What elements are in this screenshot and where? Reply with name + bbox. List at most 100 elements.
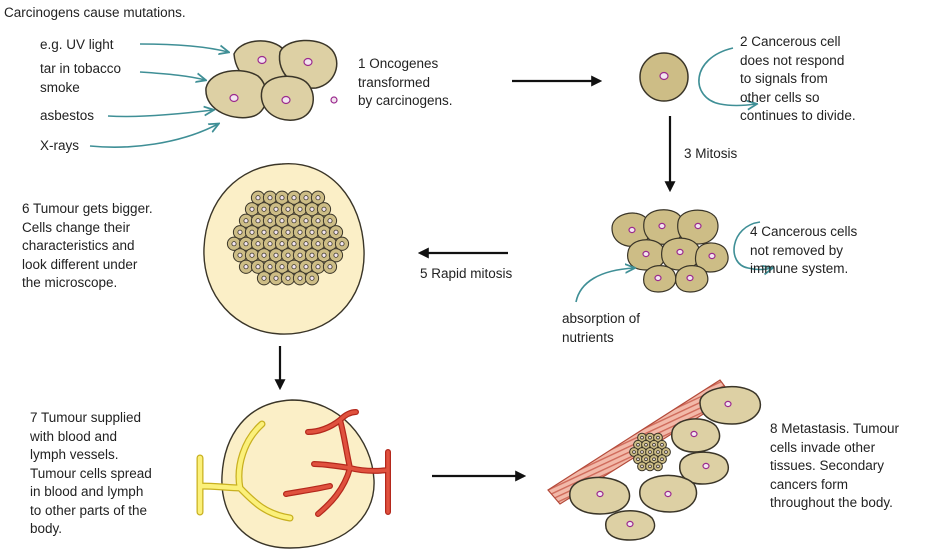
metastatic-cell-clump [629, 432, 671, 472]
cell-nucleus [644, 442, 648, 447]
step-8-label: 8 Metastasis. Tumour cells invade other … [770, 421, 900, 510]
cell-nucleus [249, 206, 255, 212]
cell-nucleus [656, 450, 660, 454]
cell-nucleus [333, 229, 339, 235]
immune-evasion-arrow [733, 221, 772, 270]
cell-nucleus [243, 241, 249, 247]
carcinogen-x-rays: X-rays [40, 138, 80, 153]
page-title: Carcinogens cause mutations. [4, 5, 186, 20]
cell-nucleus [255, 218, 261, 224]
cell-nucleus [315, 218, 321, 224]
cell-nucleus [279, 218, 285, 224]
cell-nucleus [237, 252, 243, 258]
cell-nucleus [297, 275, 303, 281]
cell-nucleus [279, 241, 285, 247]
step-4-label: 4 Cancerous cells not removed by immune … [750, 224, 858, 276]
cell-nucleus [644, 457, 648, 462]
cell-nucleus [297, 252, 303, 258]
cell-nucleus [249, 252, 255, 258]
nutrient-arrow [575, 268, 634, 303]
cell-nucleus [261, 229, 267, 235]
cell-nucleus [648, 435, 652, 440]
cancer-cell-cluster [611, 209, 729, 293]
cell-nucleus [640, 450, 644, 454]
cell-nucleus [291, 241, 297, 247]
cell-nucleus [285, 252, 291, 258]
cell-nucleus [321, 206, 327, 212]
cell-nucleus [640, 464, 644, 469]
cell-nucleus [333, 252, 339, 258]
cell-nucleus [303, 241, 309, 247]
cell-nucleus [327, 264, 333, 270]
cell-nucleus [249, 229, 255, 235]
cell-nucleus [267, 264, 273, 270]
cell-nucleus [664, 450, 668, 454]
cell-nucleus [255, 241, 261, 247]
cell-nucleus [660, 442, 664, 447]
cell-nucleus [656, 464, 660, 469]
carcinogen-uv-light: e.g. UV light [40, 37, 114, 52]
cell-nucleus [261, 206, 267, 212]
cell-nucleus [321, 229, 327, 235]
cell-nucleus [648, 464, 652, 469]
cell-nucleus [652, 457, 656, 462]
cell-nucleus [273, 206, 279, 212]
cell-nucleus [327, 218, 333, 224]
cell-nucleus [297, 229, 303, 235]
cell-nucleus [231, 241, 237, 247]
carcinogen-asbestos: asbestos [40, 108, 95, 123]
cell-nucleus [273, 229, 279, 235]
carcinogen-arrows [89, 43, 228, 148]
cell-nucleus [255, 195, 261, 201]
cell-nucleus [660, 457, 664, 462]
cell-nucleus [656, 435, 660, 440]
cell-nucleus [327, 241, 333, 247]
cell-nucleus [267, 195, 273, 201]
no-signal-arrow [698, 47, 756, 106]
cell-nucleus [285, 206, 291, 212]
cell-nucleus [285, 229, 291, 235]
cell-nucleus [291, 264, 297, 270]
carcinogen-tar: tar in tobacco smoke [40, 61, 122, 95]
step-1-label: 1 Oncogenes transformed by carcinogens. [358, 56, 453, 108]
cell-nucleus [255, 264, 261, 270]
cell-nucleus [279, 195, 285, 201]
cell-nucleus [309, 229, 315, 235]
cell-nucleus [315, 264, 321, 270]
cell-nucleus [273, 252, 279, 258]
cell-nucleus [309, 275, 315, 281]
normal-cell-cluster [205, 39, 338, 121]
cell-nucleus [267, 218, 273, 224]
cell-nucleus [261, 252, 267, 258]
step-6-label: 6 Tumour gets bigger. Cells change their… [22, 201, 153, 290]
cell-nucleus [243, 264, 249, 270]
cell-nucleus [640, 435, 644, 440]
cell-nucleus [237, 229, 243, 235]
cell-nucleus [267, 241, 273, 247]
metastasis-scene [547, 379, 762, 541]
cell-nucleus [243, 218, 249, 224]
cell-nucleus [285, 275, 291, 281]
step-2-label: 2 Cancerous cell does not respond to sig… [740, 34, 856, 123]
cell-nucleus [303, 264, 309, 270]
step-7-label: 7 Tumour supplied with blood and lymph v… [30, 410, 152, 536]
cell-nucleus [632, 450, 636, 454]
cell-nucleus [321, 252, 327, 258]
cell-nucleus [261, 275, 267, 281]
cell-nucleus [309, 252, 315, 258]
step-3-label: 3 Mitosis [684, 146, 738, 161]
cell-nucleus [648, 450, 652, 454]
tumour [203, 163, 365, 335]
cell-nucleus [652, 442, 656, 447]
cell-nucleus [273, 275, 279, 281]
cell-nucleus [297, 206, 303, 212]
cell-nucleus [291, 218, 297, 224]
nutrients-label: absorption of nutrients [562, 311, 641, 345]
cell-nucleus [339, 241, 345, 247]
vascularised-tumour [196, 399, 391, 549]
cell-nucleus [315, 241, 321, 247]
cell-nucleus [303, 195, 309, 201]
tumour-cell-mass [226, 190, 350, 286]
cell-nucleus [636, 442, 640, 447]
